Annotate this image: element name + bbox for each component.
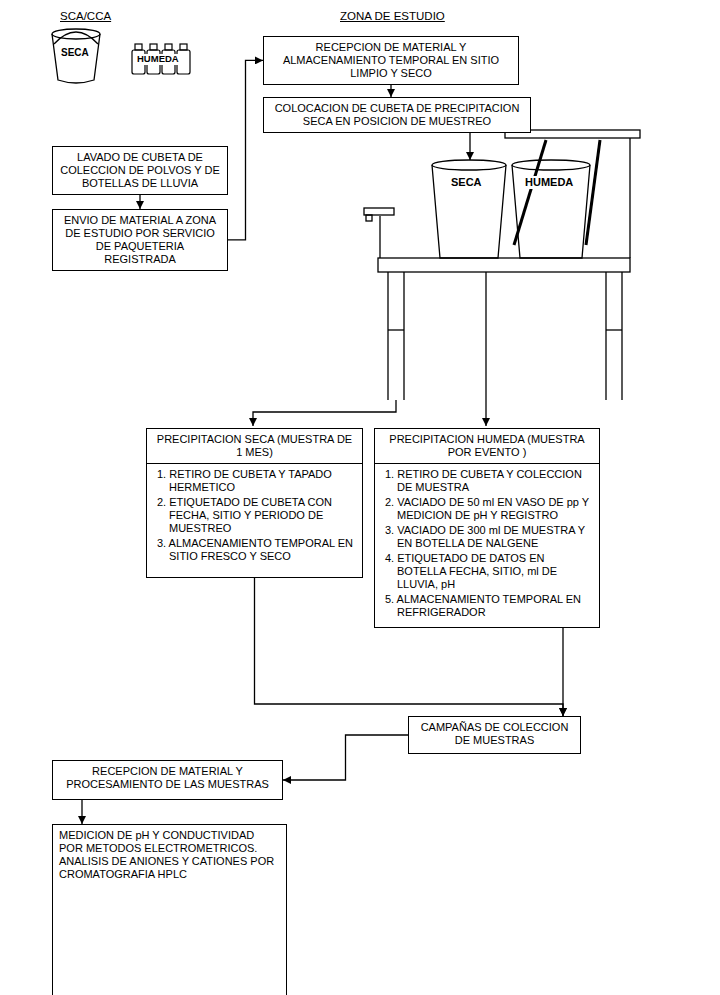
box-text: 4. ETIQUETADO DE DATOS EN BOTELLA FECHA,… xyxy=(375,551,599,592)
process-box: MEDICION DE pH Y CONDUCTIVIDAD POR METOD… xyxy=(52,824,287,995)
box-text: CAMPAÑAS DE COLECCION DE MUESTRAS xyxy=(415,721,574,747)
section-heading: ZONA DE ESTUDIO xyxy=(340,10,445,23)
dust-bucket xyxy=(52,29,100,83)
process-box: CAMPAÑAS DE COLECCION DE MUESTRAS xyxy=(408,716,581,754)
box-text: 2. ETIQUETADO DE CUBETA CON FECHA, SITIO… xyxy=(147,495,362,536)
box-text: ENVIO DE MATERIAL A ZONA DE ESTUDIO POR … xyxy=(59,214,221,266)
process-box: COLOCACION DE CUBETA DE PRECIPITACION SE… xyxy=(263,97,531,133)
procedure-box: PRECIPITACION SECA (MUESTRA DE 1 MES) 1. … xyxy=(146,428,363,578)
procedure-box: PRECIPITACION HUMEDA (MUESTRA POR EVENTO… xyxy=(374,428,600,628)
flow-connector xyxy=(390,85,391,97)
process-box: ENVIO DE MATERIAL A ZONA DE ESTUDIO POR … xyxy=(52,209,228,271)
box-text: LAVADO DE CUBETA DE COLECCION DE POLVOS … xyxy=(59,151,221,190)
process-box: RECEPCION DE MATERIAL Y PROCESAMIENTO DE… xyxy=(52,760,283,800)
flow-connector xyxy=(228,60,263,239)
section-heading: SCA/CCA xyxy=(60,10,111,23)
flow-connector xyxy=(81,800,82,824)
process-box: LAVADO DE CUBETA DE COLECCION DE POLVOS … xyxy=(52,146,228,195)
process-box: RECEPCION DE MATERIAL Y ALMACENAMIENTO T… xyxy=(263,36,519,85)
box-text: 3. ALMACENAMIENTO TEMPORAL EN SITIO FRES… xyxy=(147,536,362,564)
flow-arrows xyxy=(253,122,486,426)
flow-connector xyxy=(283,735,408,780)
bucket-label: SECA xyxy=(60,47,90,59)
sampler-table xyxy=(364,130,640,400)
flow-connector xyxy=(562,628,563,716)
bottle-label: HUMEDA xyxy=(136,54,180,65)
box-text: MEDICION DE pH Y CONDUCTIVIDAD POR METOD… xyxy=(59,829,280,855)
box-text: 2. VACIADO DE 50 ml EN VASO DE pp Y MEDI… xyxy=(375,495,599,523)
box-text: 3. VACIADO DE 300 ml DE MUESTRA Y EN BOT… xyxy=(375,523,599,551)
bucket-label: HUMEDA xyxy=(524,176,574,189)
box-text: RECEPCION DE MATERIAL Y ALMACENAMIENTO T… xyxy=(270,41,512,80)
box-text: RECEPCION DE MATERIAL Y PROCESAMIENTO DE… xyxy=(59,765,276,791)
bucket-label: SECA xyxy=(450,176,483,189)
box-text: 1. RETIRO DE CUBETA Y TAPADO HERMETICO xyxy=(147,467,362,495)
box-text: 1. RETIRO DE CUBETA Y COLECCION DE MUEST… xyxy=(375,467,599,495)
rain-bottles xyxy=(132,44,190,74)
box-heading: PRECIPITACION HUMEDA (MUESTRA POR EVENTO… xyxy=(375,429,599,464)
box-heading: PRECIPITACION SECA (MUESTRA DE 1 MES) xyxy=(147,429,362,464)
box-text: 5. ALMACENAMIENTO TEMPORAL EN REFRIGERAD… xyxy=(375,592,599,620)
box-text: COLOCACION DE CUBETA DE PRECIPITACION SE… xyxy=(270,102,524,128)
flow-connector xyxy=(139,195,140,209)
box-text: ANALISIS DE ANIONES Y CATIONES POR CROMA… xyxy=(59,855,280,881)
